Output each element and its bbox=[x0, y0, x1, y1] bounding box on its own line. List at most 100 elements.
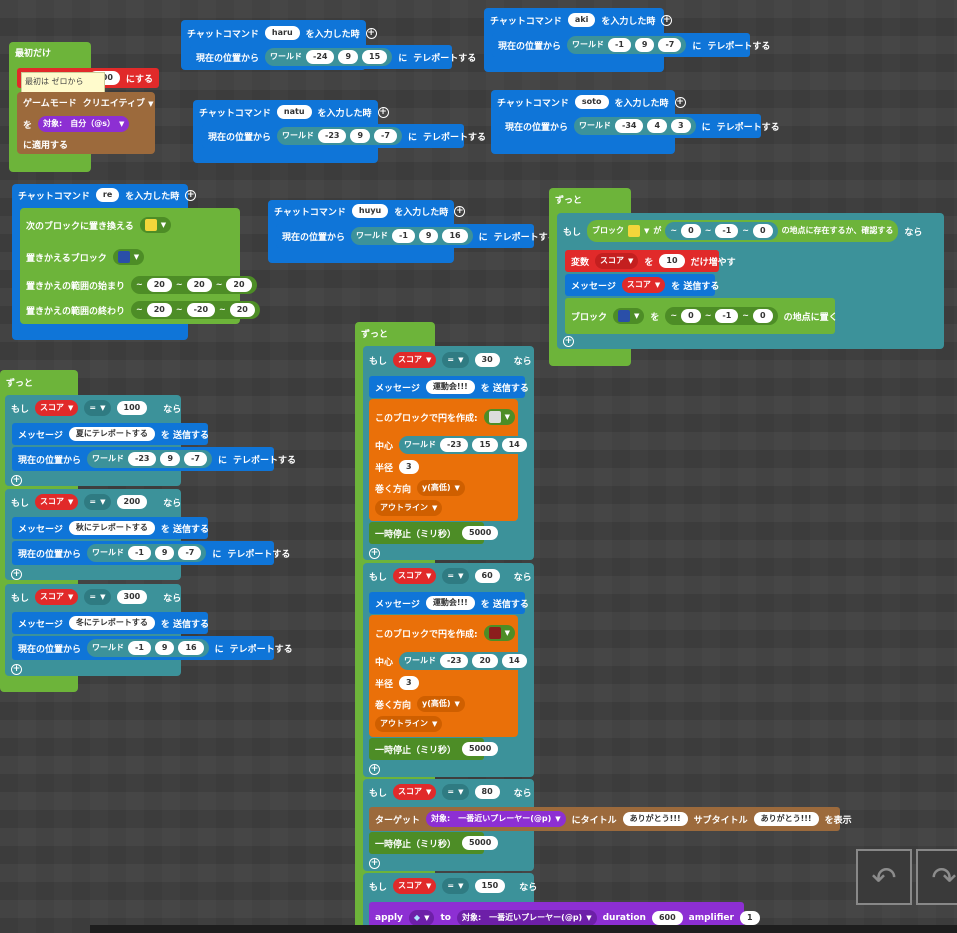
chat-huyu-header[interactable]: チャットコマンド huyu を入力した時 + bbox=[268, 202, 471, 220]
pause-value[interactable]: 5000 bbox=[462, 526, 499, 540]
circle-row-2[interactable]: このブロックで円を作成: ▼ bbox=[369, 619, 521, 647]
add-icon[interactable]: + bbox=[377, 106, 389, 118]
replace-row[interactable]: 次のブロックに置き換える ▼ bbox=[20, 213, 177, 237]
compare-value[interactable]: 60 bbox=[474, 569, 500, 583]
title-text[interactable]: ありがとう!!! bbox=[622, 812, 688, 826]
chat-command-text[interactable]: natu bbox=[276, 105, 312, 119]
add-icon[interactable]: + bbox=[369, 547, 380, 559]
chat-natu-header[interactable]: チャットコマンド natu を入力した時 + bbox=[193, 103, 395, 121]
chat-command-text[interactable]: soto bbox=[574, 95, 609, 109]
radius-row-1[interactable]: 半径 3 bbox=[369, 459, 425, 475]
target-selector[interactable]: 対象: 自分（@s）▼ bbox=[38, 116, 130, 132]
message-block-center-1[interactable]: メッセージ 運動会!!! を 送信する bbox=[369, 376, 529, 398]
if-footer-left-2[interactable]: + bbox=[5, 568, 28, 580]
add-icon[interactable]: + bbox=[674, 96, 686, 108]
message-text[interactable]: 夏にテレポートする bbox=[68, 427, 155, 441]
chat-re-header[interactable]: チャットコマンド re を入力した時 + bbox=[12, 186, 202, 204]
compare-operator[interactable]: =▼ bbox=[442, 568, 469, 584]
add-icon[interactable]: + bbox=[11, 663, 22, 675]
radius-value[interactable]: 3 bbox=[399, 460, 419, 474]
block-picker-lapis[interactable]: ▼ bbox=[613, 308, 645, 324]
direction-row-2[interactable]: 巻く方向 y(高低)▼ bbox=[369, 696, 471, 712]
compare-operator[interactable]: =▼ bbox=[442, 784, 469, 800]
gamemode-target-row[interactable]: を 対象: 自分（@s）▼ bbox=[17, 115, 135, 133]
subtitle-text[interactable]: ありがとう!!! bbox=[753, 812, 819, 826]
if-condition-center-4[interactable]: もし スコア▼ =▼ 150 なら bbox=[363, 875, 543, 897]
message-block-center-2[interactable]: メッセージ 運動会!!! を 送信する bbox=[369, 592, 529, 614]
radius-value[interactable]: 3 bbox=[399, 676, 419, 690]
if-footer-left-3[interactable]: + bbox=[5, 663, 28, 675]
block-picker-redstone[interactable]: ▼ bbox=[483, 625, 515, 641]
chat-command-text[interactable]: huyu bbox=[351, 204, 389, 218]
add-icon[interactable]: + bbox=[563, 335, 574, 347]
message-block-left-1[interactable]: メッセージ夏にテレポートするを 送信する bbox=[12, 423, 209, 445]
add-icon[interactable]: + bbox=[369, 857, 380, 869]
place-block[interactable]: ブロック ▼ を ~0~-1~0 の地点に置く bbox=[565, 298, 838, 334]
chat-haru-header[interactable]: チャットコマンド haru を入力した時 + bbox=[181, 24, 383, 42]
replace-with-row[interactable]: 置きかえるブロック ▼ bbox=[20, 245, 150, 269]
score-variable[interactable]: スコア▼ bbox=[621, 277, 666, 293]
score-variable[interactable]: スコア▼ bbox=[35, 494, 79, 510]
direction-dropdown[interactable]: y(高低)▼ bbox=[417, 696, 465, 712]
pause-value[interactable]: 5000 bbox=[462, 742, 499, 756]
if-footer-center-3[interactable]: + bbox=[363, 857, 386, 869]
pause-block-1[interactable]: 一時停止（ミリ秒） 5000 bbox=[369, 522, 499, 544]
score-variable[interactable]: スコア▼ bbox=[393, 878, 437, 894]
score-variable[interactable]: スコア▼ bbox=[393, 784, 437, 800]
chat-soto-header[interactable]: チャットコマンド soto を入力した時 + bbox=[491, 93, 692, 111]
outline-dropdown[interactable]: アウトライン▼ bbox=[375, 716, 443, 732]
compare-value[interactable]: 100 bbox=[116, 401, 148, 415]
chat-command-text[interactable]: haru bbox=[264, 26, 300, 40]
if-condition-center-2[interactable]: もし スコア▼ =▼ 60 なら bbox=[363, 565, 538, 587]
score-variable[interactable]: スコア▼ bbox=[595, 253, 639, 269]
amplifier-value[interactable]: 1 bbox=[739, 910, 760, 925]
add-icon[interactable]: + bbox=[369, 763, 380, 775]
message-block-left-3[interactable]: メッセージ冬にテレポートするを 送信する bbox=[12, 612, 209, 634]
relative-position[interactable]: ~20~20~20 bbox=[131, 276, 257, 294]
chat-command-text[interactable]: aki bbox=[567, 13, 596, 27]
score-variable[interactable]: スコア▼ bbox=[393, 352, 437, 368]
gamemode-row[interactable]: ゲームモード クリエイティブ ▼ bbox=[17, 94, 160, 110]
effect-picker[interactable]: ◆▼ bbox=[408, 909, 435, 926]
compare-operator[interactable]: =▼ bbox=[84, 400, 111, 416]
gamemode-dropdown[interactable]: クリエイティブ ▼ bbox=[82, 98, 154, 109]
compare-operator[interactable]: =▼ bbox=[442, 878, 469, 894]
redo-button[interactable]: ↷ bbox=[916, 849, 957, 905]
if-footer-center-2[interactable]: + bbox=[363, 763, 386, 775]
compare-value[interactable]: 300 bbox=[116, 590, 148, 604]
if-footer-center-1[interactable]: + bbox=[363, 547, 386, 559]
add-icon[interactable]: + bbox=[365, 27, 377, 39]
outline-row-1[interactable]: アウトライン▼ bbox=[369, 500, 448, 516]
add-icon[interactable]: + bbox=[11, 568, 22, 580]
block-picker-gold[interactable]: ▼ bbox=[139, 217, 172, 233]
range-to-row[interactable]: 置きかえの範囲の終わり ~20~-20~20 bbox=[20, 300, 266, 320]
add-icon[interactable]: + bbox=[11, 474, 22, 486]
pause-block-3[interactable]: 一時停止（ミリ秒） 5000 bbox=[369, 832, 499, 854]
pause-block-2[interactable]: 一時停止（ミリ秒） 5000 bbox=[369, 738, 499, 760]
chat-command-text[interactable]: re bbox=[95, 188, 120, 202]
target-selector[interactable]: 対象: 一番近いプレーヤー(@p)▼ bbox=[426, 811, 566, 827]
on-start-header[interactable]: 最初だけ bbox=[9, 44, 57, 60]
pause-value[interactable]: 5000 bbox=[462, 836, 499, 850]
title-block[interactable]: ターゲット 対象: 一番近いプレーヤー(@p)▼ にタイトル ありがとう!!! … bbox=[369, 807, 852, 831]
compare-value[interactable]: 80 bbox=[474, 785, 500, 799]
